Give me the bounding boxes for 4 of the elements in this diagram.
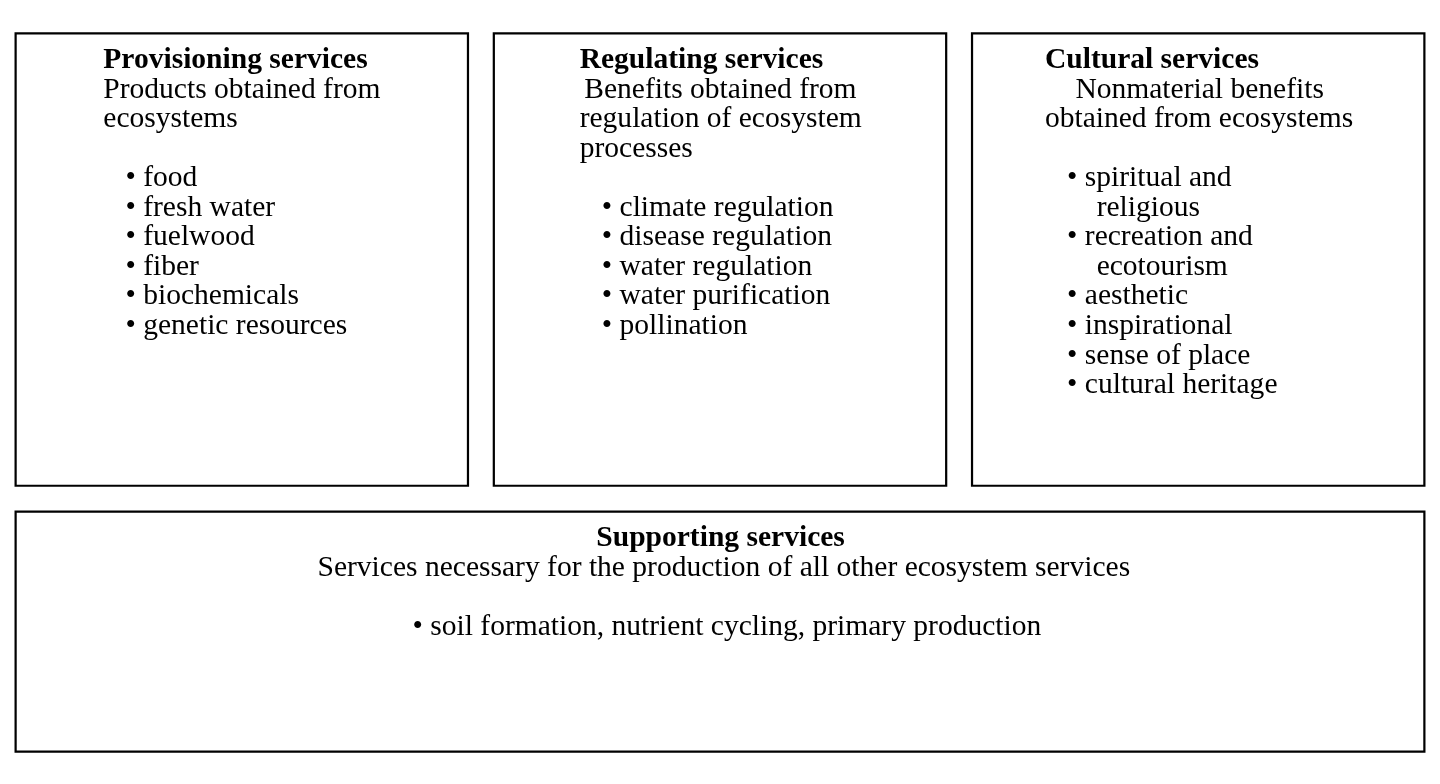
node-box: Provisioning services Products obtained from ecosystems • food • fresh water • fuelwood • fiber • biochemicals • genetic resources [14, 31, 470, 487]
node-box: Cultural services Nonmaterial benefits obtained from ecosystems • spiritual and religious • recreation and ecotourism • aesthetic • inspirational • sense of place • cultural heritage [970, 31, 1426, 487]
node-box: Regulating services Benefits obtained from regulation of ecosystem processes • climate regulation • disease regulation • water regulation • water purification • pollination [492, 31, 948, 487]
node-box: Supporting services Services necessary for the production of all other ecosystem services • soil formation, nutrient cycling, primary production [14, 509, 1426, 753]
